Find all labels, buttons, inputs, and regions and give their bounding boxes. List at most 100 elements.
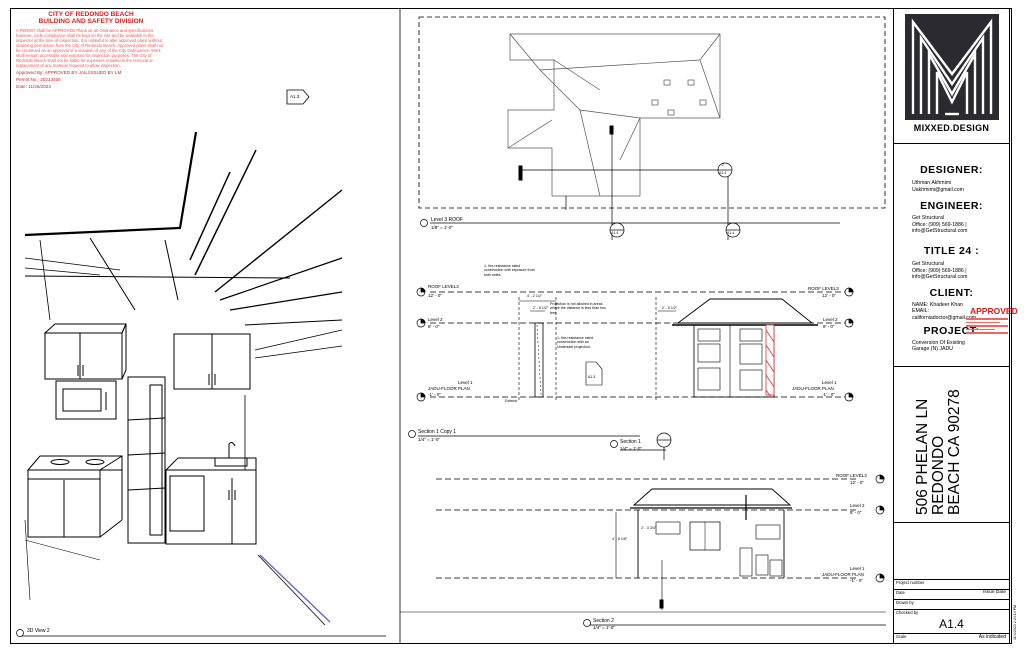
marker-c-sheet[interactable]: A1.4 (727, 231, 735, 235)
note-fire-rated-underside: 1- fire-resistance rated construction wi… (557, 336, 593, 349)
roof-view-title: Level 3 ROOF (431, 217, 463, 223)
project-number-label: Project number (896, 580, 925, 585)
section1copy-view-scale: 1/4" = 1'-0" (418, 437, 440, 442)
engineer-label: ENGINEER: (920, 200, 983, 213)
project-label: PROJECT: (923, 324, 980, 337)
checked-by-row: Checked by A1.4 (894, 609, 1009, 634)
engineer-email: info@GetStructural.com (912, 228, 968, 235)
client-name: NAME: Khadeer Khan (912, 301, 964, 308)
mixxed-design-logo (905, 14, 999, 120)
logo-text: MIXXED.DESIGN (913, 123, 990, 133)
dim-4-5-1-8: 4' - 5 1/8" (612, 537, 628, 541)
project-address-line-3: BEACH CA 90278 (946, 389, 963, 515)
level-2-el-right: 8' - 0" (823, 324, 835, 329)
titleblock-info-panel: Project number Date Issue Date Drawn by … (893, 522, 1010, 644)
level-2-el-left: 8' - 0" (428, 324, 440, 329)
issue-date-label: Issue Date (983, 590, 1006, 595)
plot-date: 11/4/2023 2:24:14 PM (1013, 604, 1017, 640)
designer-name: Uthman Akhmimi (912, 180, 952, 186)
s2-level-1-name: JADU-FLOOR PLAN (822, 572, 864, 577)
section-2 (436, 478, 856, 610)
section-1-copy-1 (430, 291, 848, 400)
drawn-by-row: Drawn by (894, 599, 1009, 610)
marker-b-sheet[interactable]: A1.4 (611, 231, 619, 235)
project-desc-2: Garage (N) JADU (912, 346, 953, 353)
designer-label: DESIGNER: (920, 164, 983, 176)
date-label: Date (896, 590, 905, 595)
section2-view-scale: 1/4" = 1'-0" (593, 625, 615, 630)
engineer-phone: Office: (909) 569-1886 | (912, 221, 967, 228)
level-2-label-left: Level 2 (428, 317, 443, 322)
3d-view-title: 3D View 2 (27, 628, 50, 634)
project-number-row: Project number (894, 579, 1009, 590)
s2-level-roof-el: 12' - 0" (850, 480, 864, 485)
city-approval-stamp: CITY OF REDONDO BEACH BUILDING AND SAFET… (16, 11, 166, 89)
client-label: CLIENT: (929, 286, 974, 299)
checked-by-label: Checked by (896, 610, 919, 615)
3d-kitchen-view (24, 131, 343, 626)
sheet-border (10, 8, 1012, 644)
scale-value: As indicated (978, 634, 1006, 640)
level-1-el-left: -1' - 0" (428, 392, 441, 397)
project-address-line-2: REDONDO (930, 435, 947, 515)
dim-2-5-half-left: 2' - 5 1/2" (533, 306, 549, 310)
dim-4-2-half: 4' - 2 1/2" (527, 294, 543, 298)
title24-email: info@GetStructural.com (912, 274, 968, 281)
note-exterior: Exterior (505, 399, 518, 403)
dim-2-5-half-right: 2' - 5 1/2" (662, 306, 678, 310)
level-roof-el-right: 12' - 0" (822, 293, 836, 298)
titleblock-logo-panel: MIXXED.DESIGN (893, 8, 1010, 144)
roof-view-scale: 1/8" = 1'-0" (431, 225, 453, 230)
marker-d-sheet[interactable]: A1.3 (588, 375, 596, 379)
scale-row: Scale As indicated (894, 633, 1009, 644)
level-1-name-left: JADU-FLOOR PLAN (428, 386, 470, 391)
level-1-label-left: Level 1 (458, 380, 473, 385)
s2-level-2-el: 8' - 0" (850, 510, 862, 515)
designer-email: Uakhmimi@gmail.com (912, 186, 964, 193)
stamp-body: A PERMIT shall be APPROVED Plans as an O… (16, 28, 164, 68)
project-address-line-1: 506 PHELAN LN (914, 398, 931, 515)
stamp-division: BUILDING AND SAFETY DIVISION (38, 18, 144, 25)
section1-view-title: Section 1 (620, 439, 641, 445)
client-email: californiadoctor@gmail.com (912, 314, 977, 321)
client-email-label: EMAIL: (912, 308, 930, 315)
stamp-date: Date: 11/26/2023 (16, 84, 51, 89)
section1-view-scale: 1/4" = 1'-0" (620, 446, 642, 451)
stamp-approved-by: Approved By: APPROVED BY JAIL/ISSUED BY … (16, 70, 122, 75)
level-roof-el-left: 12' - 0" (428, 293, 442, 298)
title24-name: Get Structural (912, 260, 945, 267)
s2-level-2-label: Level 2 (850, 503, 865, 508)
titleblock-address-panel: 506 PHELAN LN REDONDO BEACH CA 90278 (893, 366, 1010, 523)
date-row: Date Issue Date (894, 589, 1009, 600)
s2-level-1-label: Level 1 (850, 566, 865, 571)
level-roof-label-right: ROOF LEVEL3 (808, 286, 839, 291)
stamp-city: CITY OF REDONDO BEACH (48, 11, 134, 18)
drawn-by-label: Drawn by (896, 600, 914, 605)
note-projection: Projection is not allowed in areas where… (550, 302, 606, 315)
s2-level-1-el: -1' - 0" (850, 578, 863, 583)
titleblock-contacts-panel: DESIGNER: Uthman Akhmimi Uakhmimi@gmail.… (893, 143, 1018, 367)
scale-label: Scale (896, 634, 907, 639)
title24-phone: Office: (909) 569-1886 | (912, 267, 967, 274)
roof-plan (418, 16, 886, 240)
s2-level-roof-label: ROOF LEVEL3 (836, 473, 867, 478)
sheet-number: A1.4 (939, 617, 964, 631)
marker-a-top: 2 (722, 163, 724, 167)
title24-label: TITLE 24 : (923, 244, 980, 257)
level-2-label-right: Level 2 (823, 317, 838, 322)
note-fire-rated-both-sides: 1- fire-resistance rated construction wi… (484, 264, 535, 277)
a13-callout (286, 89, 310, 105)
approved-stamp: APPROVED (970, 306, 1018, 316)
engineer-name: Get Structural (912, 215, 945, 222)
a13-callout-label[interactable]: A1.3 (290, 94, 300, 99)
level-roof-label-left: ROOF LEVEL3 (428, 284, 459, 289)
level-1-name-right: JADU-FLOOR PLAN (792, 386, 834, 391)
marker-a-sheet[interactable]: A1.4 (719, 171, 727, 175)
approved-stamp-fineprint (966, 316, 1008, 346)
section-markers (16, 162, 741, 637)
section2-view-title: Section 2 (593, 618, 614, 624)
level-1-label-right: Level 1 (822, 380, 837, 385)
level-1-el-right: -1' - 0" (822, 392, 835, 397)
stamp-permit-no: Permit No.: 20213406 (16, 77, 61, 82)
